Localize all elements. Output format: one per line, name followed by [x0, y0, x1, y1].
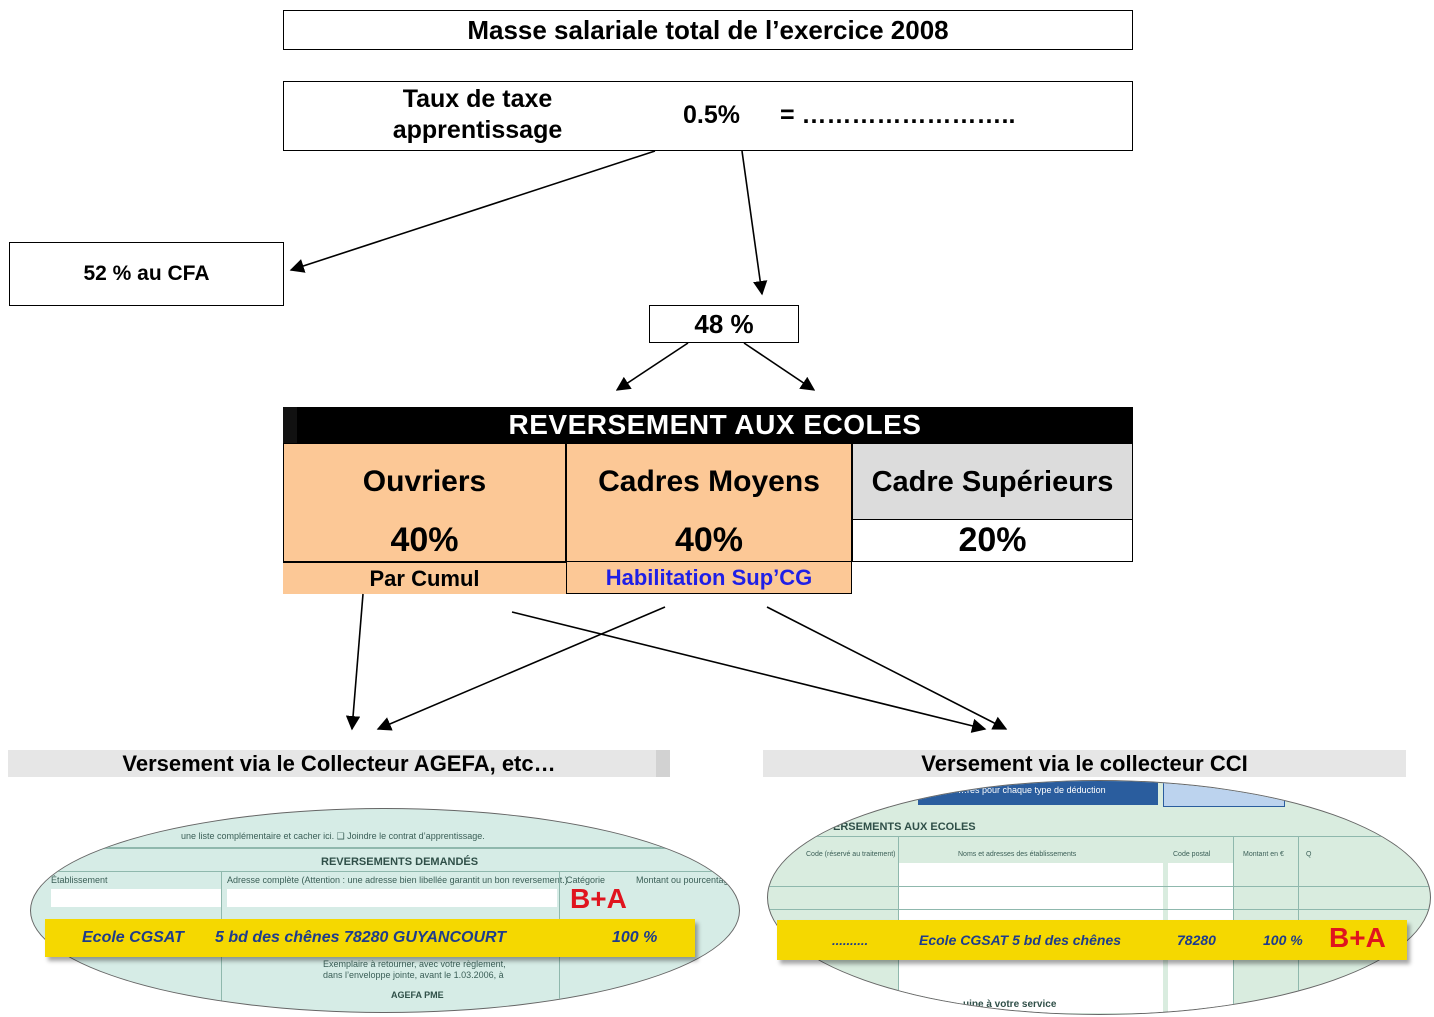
taux-rate: 0.5%	[683, 101, 740, 129]
versement-cci-label: Versement via le collecteur CCI	[921, 750, 1248, 776]
category-cadres-moyens-label: Cadres Moyens	[598, 464, 820, 498]
arrow-cumul-to-agefa	[345, 593, 364, 731]
agefa-form-ellipse: une liste complémentaire et cacher ici. …	[30, 808, 740, 1013]
form-left-col-categorie: Catégorie	[566, 875, 606, 885]
arrow-ouvriers-to-cci	[511, 611, 987, 733]
category-cadres-moyens: Cadres Moyens	[566, 443, 852, 519]
form-line	[768, 886, 1430, 887]
form-left-section: REVERSEMENTS DEMANDÉS	[321, 856, 479, 868]
taux-result-placeholder: = ……………………..	[780, 101, 1016, 129]
arrow-taux-to-cfa	[289, 150, 656, 273]
cfa-box: 52 % au CFA	[9, 242, 284, 306]
title-box: Masse salariale total de l’exercice 2008	[283, 10, 1133, 50]
note-cadres-moyens: Habilitation Sup’CG	[566, 562, 852, 594]
arrow-taux-to-48	[741, 150, 768, 296]
form-right-col-noms: Noms et adresses des établissements	[958, 851, 1077, 858]
versement-cci-bar: Versement via le collecteur CCI	[763, 750, 1406, 777]
form-right-top-box	[1163, 781, 1285, 807]
versement-agefa-bar: Versement via le Collecteur AGEFA, etc…	[8, 750, 670, 777]
form-right-col-code: Code (réservé au traitement)	[806, 851, 896, 858]
form-right-section: ERSEMENTS AUX ECOLES	[833, 821, 976, 833]
share-48-label: 48 %	[694, 308, 754, 339]
form-left-top-text: une liste complémentaire et cacher ici. …	[181, 831, 485, 841]
arrow-48-to-left	[615, 342, 689, 391]
form-left-footer-text: Exemplaire à retourner, avec votre règle…	[323, 959, 506, 980]
form-left-col-montant: Montant ou pourcentage	[636, 875, 734, 885]
form-right-col-q: Q	[1306, 851, 1312, 858]
form-line	[768, 836, 1430, 837]
percent-ouvriers: 40%	[283, 519, 566, 562]
form-right-footer-text: …uipe à votre service	[953, 999, 1057, 1010]
form-line	[31, 847, 739, 849]
form-right-row-cp: 78280	[1177, 932, 1216, 948]
diagram-title: Masse salariale total de l’exercice 2008	[467, 14, 949, 45]
taux-label: Taux de taxe apprentissage	[392, 85, 563, 144]
form-left-stamp: B+A	[570, 883, 627, 914]
taux-box	[283, 81, 1133, 151]
form-line	[31, 871, 739, 872]
reversement-header-label: REVERSEMENT AUX ECOLES	[508, 409, 922, 440]
versement-agefa-label: Versement via le Collecteur AGEFA, etc…	[122, 750, 556, 776]
cci-form-image: …res pour chaque type de déduction ERSEM…	[767, 780, 1431, 1015]
reversement-header: REVERSEMENT AUX ECOLES	[283, 407, 1133, 443]
note-cadres-moyens-label: Habilitation Sup’CG	[605, 564, 813, 590]
cfa-label: 52 % au CFA	[83, 262, 210, 285]
percent-cadre-superieurs: 20%	[852, 519, 1133, 562]
bar-shade	[656, 750, 670, 777]
percent-cadres-moyens-value: 40%	[674, 520, 744, 559]
form-right-top-band	[918, 781, 1158, 805]
form-right-col-montant: Montant en €	[1243, 851, 1284, 858]
form-right-row-school: Ecole CGSAT 5 bd des chênes	[919, 932, 1122, 948]
percent-cadres-moyens: 40%	[566, 519, 852, 562]
form-left-row-school: Ecole CGSAT	[82, 929, 184, 946]
form-right-row-percent: 100 %	[1263, 932, 1303, 948]
form-right-stamp: B+A	[1329, 922, 1386, 953]
category-cadre-superieurs: Cadre Supérieurs	[852, 443, 1133, 519]
category-cadre-superieurs-label: Cadre Supérieurs	[871, 465, 1114, 498]
form-left-highlight-row: Ecole CGSAT 5 bd des chênes 78280 GUYANC…	[45, 919, 695, 957]
form-right-top-text: …res pour chaque type de déduction	[958, 785, 1106, 795]
form-left-field	[51, 889, 221, 907]
category-ouvriers: Ouvriers	[283, 443, 566, 519]
percent-ouvriers-value: 40%	[390, 520, 459, 559]
arrow-moyens-to-agefa	[376, 606, 666, 731]
form-right-row-dots: ..........	[832, 932, 869, 948]
form-left-row-address: 5 bd des chênes 78280 GUYANCOURT	[215, 929, 507, 946]
form-right-highlight-row: .......... Ecole CGSAT 5 bd des chênes 7…	[777, 920, 1407, 960]
agefa-form-image: une liste complémentaire et cacher ici. …	[30, 808, 740, 1013]
arrow-48-to-right	[743, 342, 816, 391]
form-right-col-cp: Code postal	[1173, 851, 1211, 858]
share-48-box: 48 %	[649, 305, 799, 343]
note-ouvriers-label: Par Cumul	[369, 565, 480, 591]
form-left-col-etab: Établissement	[51, 875, 108, 885]
form-left-footer-org: AGEFA PME	[391, 990, 444, 1000]
form-line	[768, 909, 1430, 910]
form-left-row-percent: 100 %	[612, 929, 658, 946]
category-ouvriers-label: Ouvriers	[362, 464, 487, 498]
percent-cadre-superieurs-value: 20%	[958, 521, 1027, 559]
cci-form-ellipse: …res pour chaque type de déduction ERSEM…	[767, 780, 1431, 1015]
note-ouvriers: Par Cumul	[283, 562, 566, 594]
arrow-moyens-to-cci	[766, 606, 1008, 730]
form-left-field	[227, 889, 557, 907]
form-left-col-adresse: Adresse complète (Attention : une adress…	[227, 875, 568, 885]
